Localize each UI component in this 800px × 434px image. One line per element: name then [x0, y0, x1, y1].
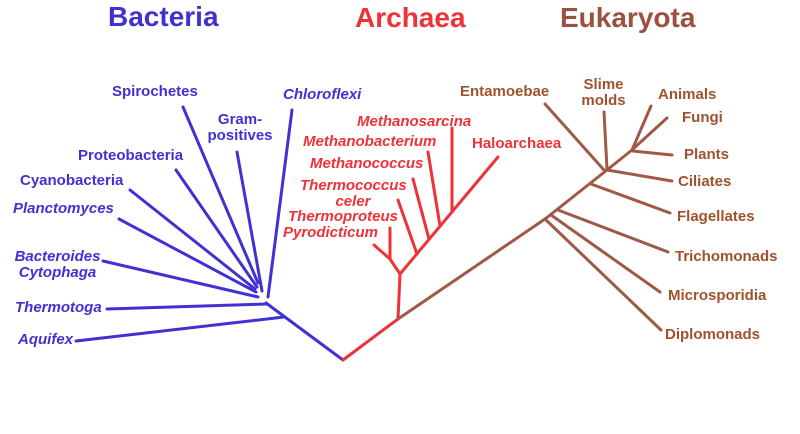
- thermotoga-branch: [105, 302, 269, 311]
- taxon-label-pyrodicticum: Pyrodicticum: [283, 224, 379, 241]
- thermococcus-branch: [396, 198, 419, 256]
- crenarchaeota-stem: [388, 257, 402, 276]
- plants-branch: [631, 149, 674, 157]
- eukaryota-stem-2: [543, 168, 609, 221]
- taxon-label-flagellates: Flagellates: [677, 208, 755, 225]
- gram-positives-branch: [235, 150, 264, 293]
- bacteroides-branch: [101, 259, 260, 299]
- planctomyces-branch: [117, 217, 258, 294]
- aquifex-branch: [74, 315, 286, 343]
- animals-branch: [630, 104, 653, 152]
- domain-header-archaea: Archaea: [355, 2, 466, 33]
- haloarchaea-branch: [398, 155, 500, 276]
- taxon-label-methanobacterium: Methanobacterium: [303, 133, 437, 150]
- slime-molds-branch: [602, 110, 609, 171]
- taxon-label-microsporidia: Microsporidia: [668, 287, 767, 304]
- methanococcus-branch: [411, 177, 431, 241]
- taxon-label-diplomonads: Diplomonads: [665, 326, 761, 343]
- trichomonads-branch: [556, 208, 670, 254]
- taxon-label-entamoebae: Entamoebae: [460, 83, 550, 100]
- taxon-label-gram-positives: Gram- positives: [207, 111, 273, 144]
- taxon-label-slime-molds: Slime molds: [581, 76, 626, 109]
- taxon-label-spirochetes: Spirochetes: [112, 83, 198, 100]
- taxon-label-cyanobacteria: Cyanobacteria: [20, 172, 124, 189]
- taxon-label-thermotoga: Thermotoga: [15, 299, 102, 316]
- taxon-label-thermococcus-celer: Thermococcus celer: [300, 177, 407, 210]
- domain-header-eukaryota: Eukaryota: [560, 2, 696, 33]
- taxon-label-methanosarcina: Methanosarcina: [357, 113, 472, 130]
- taxon-label-aquifex: Aquifex: [18, 331, 74, 348]
- taxon-label-trichomonads: Trichomonads: [675, 248, 778, 265]
- archaea-root: [341, 317, 400, 362]
- taxon-label-methanococcus: Methanococcus: [310, 155, 424, 172]
- diplomonads-branch: [543, 217, 663, 332]
- taxon-label-fungi: Fungi: [682, 109, 723, 126]
- taxon-label-ciliates: Ciliates: [678, 173, 732, 190]
- methanobacterium-branch: [426, 150, 442, 228]
- taxon-label-plants: Plants: [684, 146, 730, 163]
- fungi-branch: [631, 116, 669, 151]
- archaea-stem: [396, 272, 402, 321]
- taxon-label-bacteroides-cytophaga: Bacteroides Cytophaga: [14, 248, 101, 281]
- bacteria-root: [264, 301, 345, 362]
- proteobacteria-branch: [174, 168, 259, 289]
- taxon-label-proteobacteria: Proteobacteria: [78, 147, 184, 164]
- entamoebae-branch: [543, 102, 606, 172]
- taxon-label-planctomyces: Planctomyces: [13, 200, 114, 217]
- domain-header-bacteria: Bacteria: [108, 1, 219, 32]
- spirochetes-branch: [181, 105, 260, 285]
- pyrodicticum-branch: [372, 243, 392, 261]
- chloroflexi-branch: [266, 108, 294, 299]
- cyanobacteria-branch: [128, 188, 257, 291]
- ciliates-branch: [605, 168, 674, 183]
- taxon-label-thermoproteus: Thermoproteus: [288, 208, 399, 225]
- microsporidia-branch: [549, 213, 662, 294]
- eukaryota-stem-3: [605, 148, 634, 172]
- eukaryota-stem-1: [396, 217, 547, 321]
- taxon-label-animals: Animals: [658, 86, 717, 103]
- taxon-label-chloroflexi: Chloroflexi: [283, 86, 362, 103]
- taxon-label-haloarchaea: Haloarchaea: [472, 135, 562, 152]
- flagellates-branch: [589, 182, 672, 215]
